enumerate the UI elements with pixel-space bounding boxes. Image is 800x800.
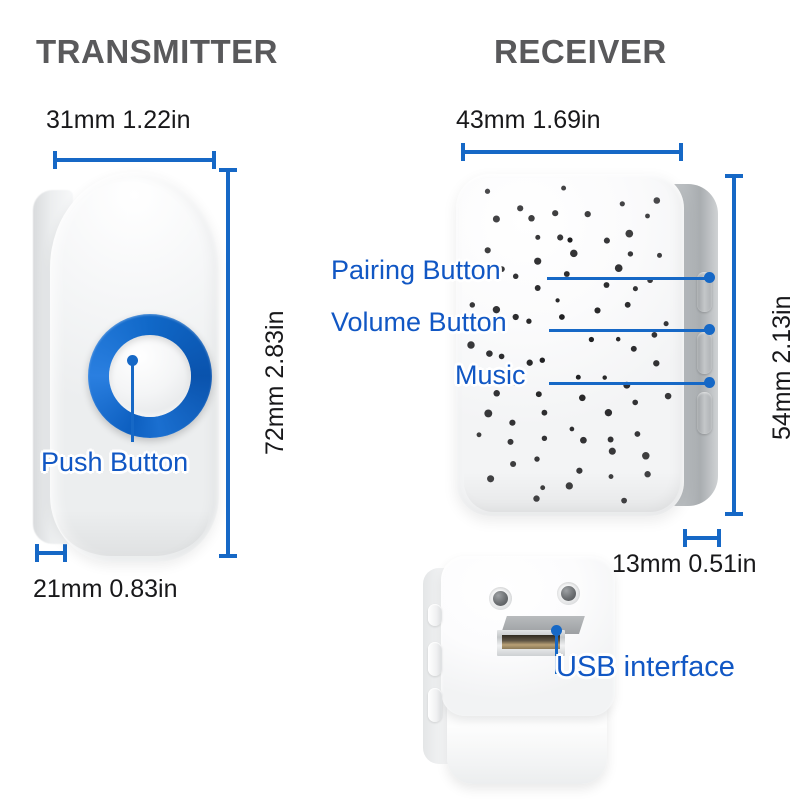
usb-side-button-1[interactable] bbox=[428, 604, 442, 626]
push-button-leader-dot bbox=[127, 355, 138, 366]
screw-icon-right bbox=[557, 582, 580, 605]
transmitter-height-dimension-bar bbox=[219, 168, 237, 558]
usb-interface-leader-dot bbox=[551, 625, 562, 636]
receiver-depth-dimension-bar bbox=[683, 529, 721, 547]
receiver-front-face bbox=[456, 174, 684, 516]
transmitter-device-image bbox=[33, 172, 219, 562]
transmitter-depth-dimension-bar bbox=[35, 544, 67, 562]
transmitter-width-dimension-bar bbox=[53, 151, 216, 169]
receiver-section-title: RECEIVER bbox=[494, 33, 667, 70]
pairing-button-leader-dot bbox=[704, 272, 715, 283]
transmitter-width-dimension-text: 31mm 1.22in bbox=[46, 106, 191, 134]
callout-volume-button: Volume Button bbox=[331, 307, 507, 337]
side-button-2[interactable] bbox=[697, 332, 712, 374]
usb-side-button-2[interactable] bbox=[428, 642, 442, 676]
receiver-width-dimension-bar bbox=[461, 143, 683, 161]
volume-button-leader-dot bbox=[704, 324, 715, 335]
speaker-grille-icon bbox=[467, 185, 672, 504]
push-button[interactable] bbox=[88, 314, 212, 438]
transmitter-height-dimension-text: 72mm 2.83in bbox=[261, 310, 289, 455]
usb-plug-unit-image bbox=[423, 556, 631, 784]
callout-usb-interface: USB interface bbox=[556, 651, 735, 683]
callout-pairing-button: Pairing Button bbox=[331, 255, 501, 285]
callout-music: Music bbox=[455, 360, 526, 390]
receiver-device-image bbox=[456, 174, 718, 516]
volume-button-leader-line bbox=[549, 329, 710, 332]
receiver-depth-dimension-text: 13mm 0.51in bbox=[612, 550, 757, 578]
callout-push-button: Push Button bbox=[41, 447, 189, 477]
music-leader-line bbox=[549, 382, 710, 385]
receiver-height-dimension-text: 54mm 2.13in bbox=[768, 295, 796, 440]
push-button-center bbox=[109, 335, 191, 417]
screw-icon-left bbox=[489, 587, 512, 610]
receiver-height-dimension-bar bbox=[725, 174, 743, 516]
transmitter-section-title: TRANSMITTER bbox=[36, 33, 278, 70]
transmitter-depth-dimension-text: 21mm 0.83in bbox=[33, 575, 178, 603]
receiver-width-dimension-text: 43mm 1.69in bbox=[456, 106, 601, 134]
music-leader-dot bbox=[704, 377, 715, 388]
usb-side-button-3[interactable] bbox=[428, 688, 442, 722]
usb-interface-leader-line bbox=[555, 630, 558, 674]
push-button-leader-line bbox=[131, 360, 134, 442]
usb-plug bbox=[497, 616, 585, 656]
side-button-3[interactable] bbox=[697, 392, 712, 434]
pairing-button-leader-line bbox=[547, 277, 710, 280]
